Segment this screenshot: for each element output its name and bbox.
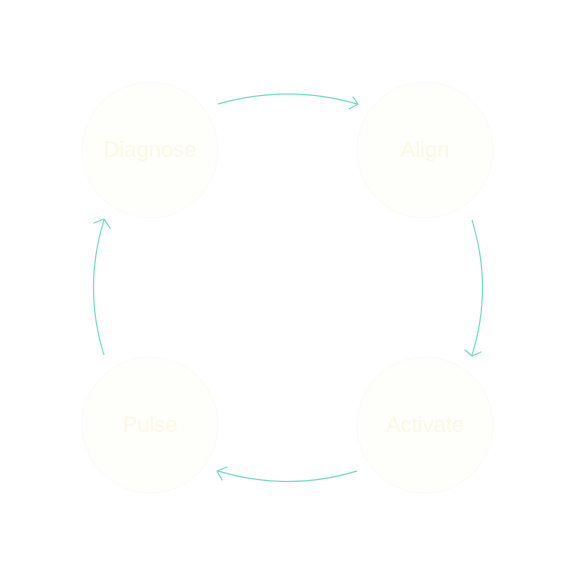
node-label-align: Align <box>401 137 450 162</box>
node-diagnose: Diagnose <box>81 81 219 219</box>
arrowhead-diagnose-to-align <box>348 96 359 110</box>
arrowhead-activate-to-pulse <box>216 466 228 481</box>
connector-align-to-activate <box>471 219 484 356</box>
connector-diagnose-to-align <box>217 93 358 105</box>
node-label-activate: Activate <box>386 412 464 437</box>
connector-activate-to-pulse <box>217 470 358 483</box>
arrowhead-align-to-activate <box>464 349 482 357</box>
connector-pulse-to-diagnose <box>92 219 105 356</box>
node-label-pulse: Pulse <box>122 412 177 437</box>
arrowhead-pulse-to-diagnose <box>93 218 111 229</box>
node-label-diagnose: Diagnose <box>104 137 197 162</box>
node-pulse: Pulse <box>81 356 219 494</box>
node-activate: Activate <box>356 356 494 494</box>
node-align: Align <box>356 81 494 219</box>
